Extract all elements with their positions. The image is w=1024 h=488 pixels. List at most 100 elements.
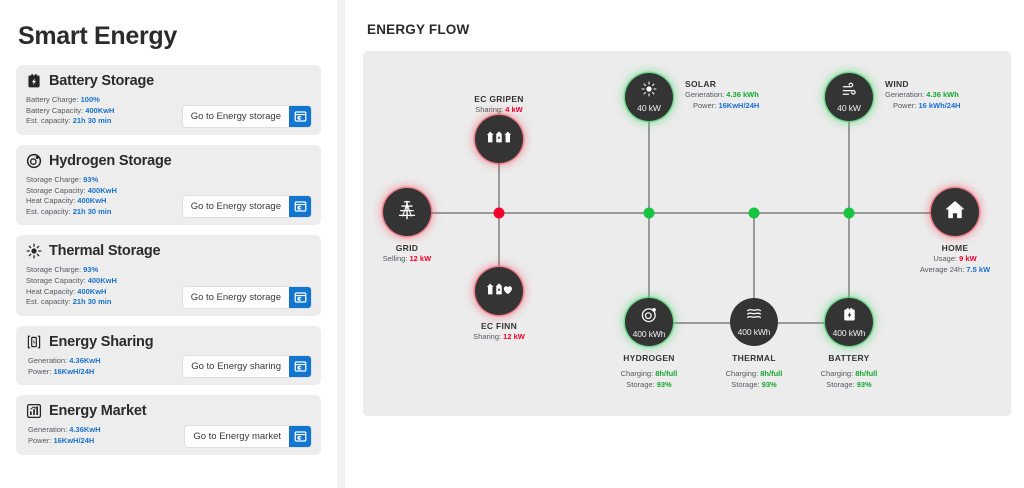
stat-label: Generation: [685, 90, 725, 100]
node-ec-finn-circle[interactable] [475, 267, 523, 315]
stat-value: 93% [83, 265, 99, 275]
stat-value: 4.36 kWh [926, 90, 959, 100]
card-body: Generation: 4.36KwH Power: 16KwH/24H Go … [26, 425, 311, 447]
node-name: GRID [395, 243, 419, 253]
node-hydrogen-circle[interactable]: 400 kWh [625, 298, 673, 346]
open-in-window-icon[interactable] [289, 287, 311, 309]
node-home-circle[interactable] [931, 188, 979, 236]
goto-button-label: Go to Energy market [185, 425, 289, 447]
node-stat: Storage: 93% [821, 380, 878, 390]
stat-value: 16 kWh/24H [918, 100, 961, 110]
node-name: BATTERY [828, 353, 870, 363]
stat-label: Usage: [933, 254, 958, 264]
stat-row: Power: 16KwH/24H [28, 367, 101, 378]
node-grid-circle[interactable] [383, 188, 431, 236]
goto-energy-storage-button[interactable]: Go to Energy storage [182, 105, 311, 127]
energy-flow-panel: ENERGY FLOW [345, 0, 1024, 488]
card-title: Energy Market [49, 403, 147, 420]
node-name: SOLAR [685, 79, 717, 89]
node-hydrogen-capacity: 400 kWh [632, 328, 666, 339]
node-wind[interactable]: 40 kW [825, 73, 873, 121]
junction-thermal [748, 207, 760, 219]
card-body: Battery Charge: 100% Battery Capacity: 4… [26, 95, 311, 127]
stat-value: 7.5 kW [966, 264, 991, 274]
stat-label: Storage Charge: [26, 265, 82, 275]
stat-label: Generation: [28, 356, 68, 366]
stat-row: Storage Capacity: 400KwH [26, 276, 117, 287]
wire-battery [848, 212, 850, 322]
stat-label: Est. capacity: [26, 116, 71, 126]
card-title: Thermal Storage [49, 243, 161, 260]
stat-label: Average 24h: [919, 264, 965, 274]
node-battery[interactable]: 400 kWh [825, 298, 873, 346]
stat-label: Power: [28, 366, 52, 376]
node-name: EC GRIPEN [474, 94, 524, 104]
battery-icon [26, 73, 42, 89]
stat-row: Est. capacity: 21h 30 min [26, 116, 114, 127]
stat-label: Charging: [620, 369, 654, 379]
node-wind-circle[interactable]: 40 kW [825, 73, 873, 121]
node-name: WIND [885, 79, 909, 89]
node-stat: Usage: 9 kW [920, 254, 990, 264]
node-ec-gripen[interactable] [475, 115, 523, 163]
stat-label: Power: [28, 435, 52, 445]
stat-label: Power: [893, 100, 917, 110]
node-stat: Charging: 8h/full [821, 369, 878, 379]
stat-value: 21h 30 min [72, 206, 112, 216]
stat-label: Power: [693, 100, 717, 110]
goto-energy-sharing-button[interactable]: Go to Energy sharing [183, 356, 311, 378]
card-body: Generation: 4.36KwH Power: 16KwH/24H Go … [26, 356, 311, 378]
junction-wind [843, 207, 855, 219]
stat-value: 93% [656, 379, 672, 389]
stat-label: Charging: [725, 369, 759, 379]
stat-label: Storage: [626, 379, 655, 389]
stat-label: Storage: [731, 379, 760, 389]
card-header: Energy Market [26, 403, 311, 419]
goto-energy-market-button[interactable]: Go to Energy market [185, 425, 311, 447]
goto-button-label: Go to Energy storage [182, 196, 289, 218]
node-thermal[interactable]: 400 kWh [730, 298, 778, 346]
node-stat: Sharing: 4 kW [474, 105, 523, 115]
node-hydrogen[interactable]: 400 kWh [625, 298, 673, 346]
goto-energy-storage-button[interactable]: Go to Energy storage [182, 287, 311, 309]
node-thermal-circle[interactable]: 400 kWh [730, 298, 778, 346]
node-solar-label: SOLAR Generation: 4.36 kWh Power: 16KwH/… [685, 79, 759, 111]
node-grid[interactable] [383, 188, 431, 236]
node-home[interactable] [931, 188, 979, 236]
goto-button-label: Go to Energy sharing [183, 356, 289, 378]
stat-row: Est. capacity: 21h 30 min [26, 297, 117, 308]
node-ec-gripen-circle[interactable] [475, 115, 523, 163]
stat-value: 16KwH/24H [718, 100, 760, 110]
node-solar[interactable]: 40 kW [625, 73, 673, 121]
card-energy-market: Energy Market Generation: 4.36KwH Power:… [16, 395, 321, 455]
stat-row: Heat Capacity: 400KwH [26, 287, 117, 298]
card-header: Battery Storage [26, 73, 311, 89]
stat-label: Selling: [382, 254, 408, 264]
goto-energy-storage-button[interactable]: Go to Energy storage [182, 196, 311, 218]
card-battery-storage: Battery Storage Battery Charge: 100% Bat… [16, 65, 321, 135]
open-in-window-icon[interactable] [289, 425, 311, 447]
wire-wind [848, 121, 850, 213]
stat-value: 400KwH [87, 276, 117, 286]
node-solar-circle[interactable]: 40 kW [625, 73, 673, 121]
stat-value: 8h/full [655, 369, 678, 379]
node-battery-circle[interactable]: 400 kWh [825, 298, 873, 346]
node-stat: Selling: 12 kW [383, 254, 431, 264]
stat-value: 9 kW [959, 254, 977, 264]
stat-value: 4.36KwH [69, 356, 101, 366]
stat-row: Generation: 4.36KwH [28, 356, 101, 367]
hydrogen-atom-icon [26, 153, 42, 169]
card-thermal-storage: Thermal Storage Storage Charge: 93% Stor… [16, 235, 321, 317]
open-in-window-icon[interactable] [289, 356, 311, 378]
open-in-window-icon[interactable] [289, 105, 311, 127]
wire-hydrogen [648, 212, 650, 322]
wire-thermal [753, 212, 755, 322]
stat-label: Heat Capacity: [26, 196, 76, 206]
node-ec-finn[interactable] [475, 267, 523, 315]
battery-bracket-icon [26, 334, 42, 350]
stat-label: Battery Capacity: [26, 105, 84, 115]
stat-row: Power: 16KwH/24H [28, 436, 101, 447]
node-solar-capacity: 40 kW [637, 103, 661, 113]
open-in-window-icon[interactable] [289, 196, 311, 218]
junction-solar [643, 207, 655, 219]
